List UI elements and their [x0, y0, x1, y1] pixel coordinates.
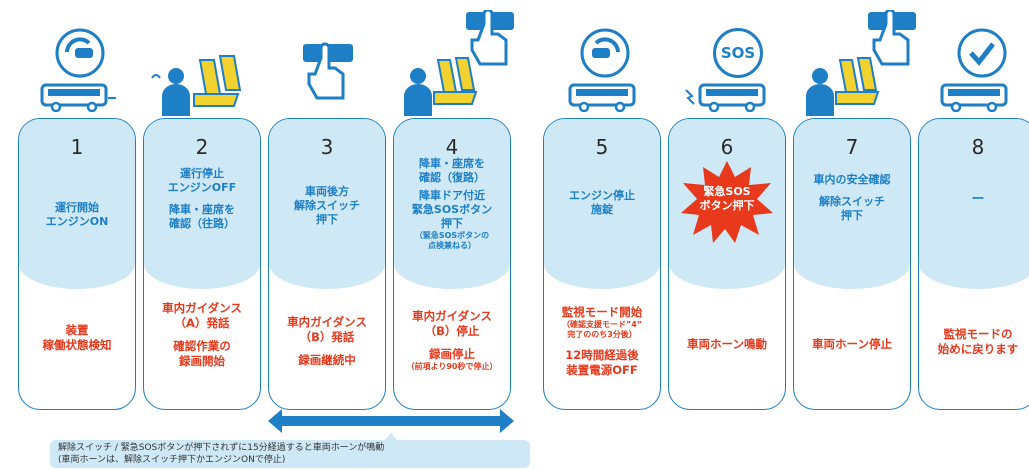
bus-icon: [940, 83, 1008, 112]
step-result: 車内ガイダンス （A）発話 確認作業の 録画開始: [162, 301, 242, 368]
person-seats-icon: [151, 55, 242, 116]
engine-stop-icon: [580, 28, 630, 78]
timeout-note: 解除スイッチ / 緊急SOSボタンが押下されずに15分経過すると車両ホーンが鳴動…: [50, 433, 530, 468]
checkmark-icon: [957, 28, 1007, 78]
step-result: 車内ガイダンス （B）発話 録画継続中: [287, 315, 367, 367]
step-result: 監視モードの 始めに戻ります: [937, 327, 1019, 356]
step-description: エンジン停止 施錠: [569, 189, 635, 216]
step-number: 1: [70, 135, 84, 159]
step-number: 3: [320, 135, 334, 159]
step-description: 運行停止 エンジンOFF 降車・座席を 確認（往路）: [167, 167, 237, 230]
push-switch-icon: [303, 42, 353, 100]
step-result: 車両ホーン停止: [812, 337, 892, 351]
step-description: ー: [971, 192, 985, 207]
person-seats-switch-icon: [404, 10, 514, 116]
step-card-6: 6 緊急SOS ボタン押下 車両ホーン鳴動: [668, 118, 786, 410]
step-number: 7: [845, 135, 859, 159]
step-card-7: 7 車内の安全確認 解除スイッチ 押下 車両ホーン停止: [793, 118, 911, 410]
step-description: 車両後方 解除スイッチ 押下: [294, 185, 360, 226]
step-result: 車内ガイダンス （B）停止 録画停止 （前項より90秒で停止）: [406, 309, 498, 371]
step-number: 4: [445, 135, 459, 159]
step-result: 装置 稼働状態検知: [42, 323, 112, 352]
step-card-3: 3 車両後方 解除スイッチ 押下 車内ガイダンス （B）発話 録画継続中: [268, 118, 386, 410]
bus-icon: [568, 83, 636, 112]
step-number: 6: [720, 135, 734, 159]
step-card-2: 2 運行停止 エンジンOFF 降車・座席を 確認（往路） 車内ガイダンス （A）…: [143, 118, 261, 410]
engine-start-icon: [55, 28, 105, 78]
step-card-1: 1 運行開始 エンジンON 装置 稼働状態検知: [18, 118, 136, 410]
step-description: 降車・座席を 確認（復路） 降車ドア付近 緊急SOSボタン 押下 （緊急SOSボ…: [411, 157, 493, 250]
bus-icon: [40, 83, 116, 112]
step-card-5: 5 エンジン停止 施錠 監視モード開始 （確認支援モード”4” 完了ののち3分後…: [543, 118, 661, 410]
step-number: 5: [595, 135, 609, 159]
step-description: 運行開始 エンジンON: [45, 201, 109, 228]
step-result: 車両ホーン鳴動: [687, 337, 767, 351]
step-number: 8: [971, 135, 985, 159]
step-result: 監視モード開始 （確認支援モード”4” 完了ののち3分後） 12時間経過後 装置…: [561, 305, 643, 377]
step-number: 2: [195, 135, 209, 159]
person-seats-switch-icon: [806, 10, 916, 116]
burst-icon: [681, 161, 773, 243]
sos-icon: SOS: [713, 28, 763, 78]
duration-arrow: [268, 409, 514, 433]
bus-alarm-icon: [685, 83, 766, 112]
step-card-8: 8 ー 監視モードの 始めに戻ります: [918, 118, 1029, 410]
step-description: 緊急SOS ボタン押下: [699, 185, 755, 212]
step-description: 車内の安全確認 解除スイッチ 押下: [813, 173, 891, 222]
step-card-4: 4 降車・座席を 確認（復路） 降車ドア付近 緊急SOSボタン 押下 （緊急SO…: [393, 118, 511, 410]
